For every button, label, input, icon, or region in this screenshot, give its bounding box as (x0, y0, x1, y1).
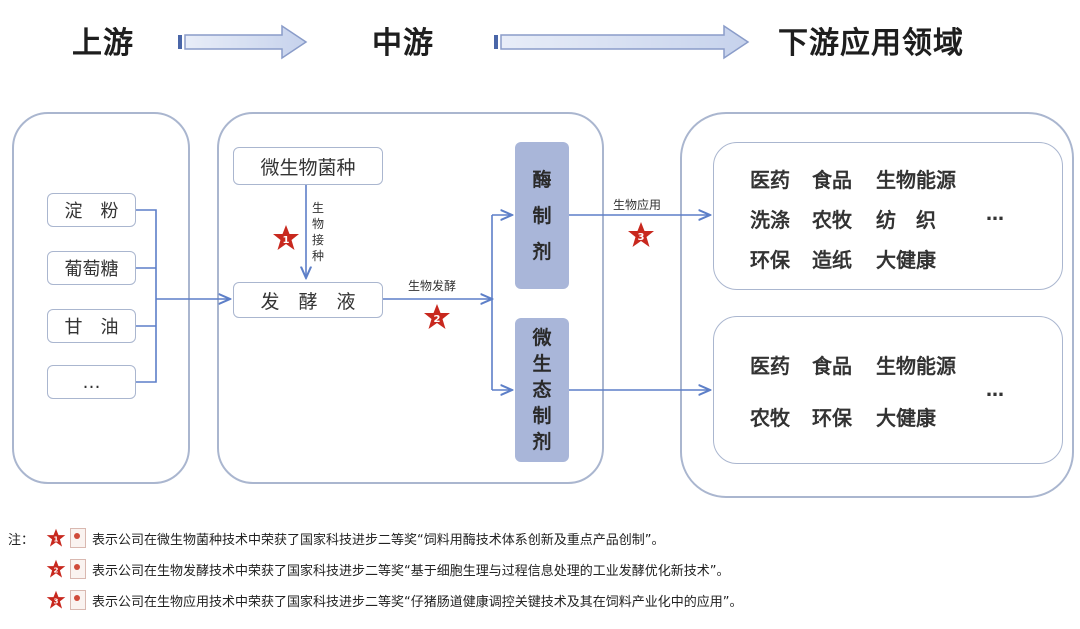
raw-material-starch: 淀 粉 (47, 193, 136, 227)
legend-text-1: 表示公司在微生物菌种技术中荣获了国家科技进步二等奖“饲料用酶技术体系创新及重点产… (92, 532, 665, 548)
svg-text:3: 3 (54, 597, 59, 606)
certificate-icon (70, 559, 86, 579)
certificate-icon (70, 590, 86, 610)
enzyme-fields-more: … (986, 204, 1004, 225)
header-arrow-1 (178, 24, 308, 60)
legend-note-1: 注： 1 表示公司在微生物菌种技术中荣获了国家科技进步二等奖“饲料用酶技术体系创… (8, 528, 664, 548)
ecological-application-box (713, 316, 1063, 464)
svg-text:1: 1 (54, 535, 59, 544)
eco-fields-more: … (986, 380, 1004, 401)
fermentation-label: 生物发酵 (408, 279, 457, 293)
raw-material-glucose: 葡萄糖 (47, 251, 136, 285)
legend-text-3: 表示公司在生物应用技术中荣获了国家科技进步二等奖“仔猪肠道健康调控关键技术及其在… (92, 594, 743, 610)
application-label: 生物应用 (613, 198, 662, 212)
svg-text:3: 3 (638, 232, 645, 243)
star-1-icon: 1 (46, 528, 66, 547)
star-badge-1-icon: 1 (273, 225, 299, 250)
legend-note-3: 3 表示公司在生物应用技术中荣获了国家科技进步二等奖“仔猪肠道健康调控关键技术及… (8, 590, 742, 610)
inoculation-label: 生 物 接 种 (311, 201, 324, 263)
enzyme-preparation-bar: 酶 制 剂 (515, 142, 569, 289)
upstream-panel (12, 112, 190, 484)
star-2-icon: 2 (46, 559, 66, 578)
star-badge-3-icon: 3 (628, 222, 654, 247)
star-badge-2-icon: 2 (424, 304, 450, 329)
microecological-preparation-bar: 微 生 态 制 剂 (515, 318, 569, 462)
raw-material-glycerol: 甘 油 (47, 309, 136, 343)
star-3-icon: 3 (46, 590, 66, 609)
svg-text:2: 2 (434, 314, 441, 325)
legend-prefix: 注： (8, 532, 35, 548)
certificate-icon (70, 528, 86, 548)
raw-material-more: … (47, 365, 136, 399)
legend-note-2: 2 表示公司在生物发酵技术中荣获了国家科技进步二等奖“基于细胞生理与过程信息处理… (8, 559, 729, 579)
svg-text:2: 2 (54, 566, 59, 575)
upstream-heading: 上游 (72, 26, 134, 61)
header-arrow-2 (494, 24, 750, 60)
microbial-strain-box: 微生物菌种 (233, 147, 383, 185)
enzyme-application-box (713, 142, 1063, 290)
fermentation-broth-box: 发 酵 液 (233, 282, 383, 318)
svg-text:1: 1 (283, 235, 290, 246)
midstream-heading: 中游 (372, 26, 434, 61)
downstream-heading: 下游应用领域 (778, 26, 964, 61)
legend-text-2: 表示公司在生物发酵技术中荣获了国家科技进步二等奖“基于细胞生理与过程信息处理的工… (92, 563, 730, 579)
